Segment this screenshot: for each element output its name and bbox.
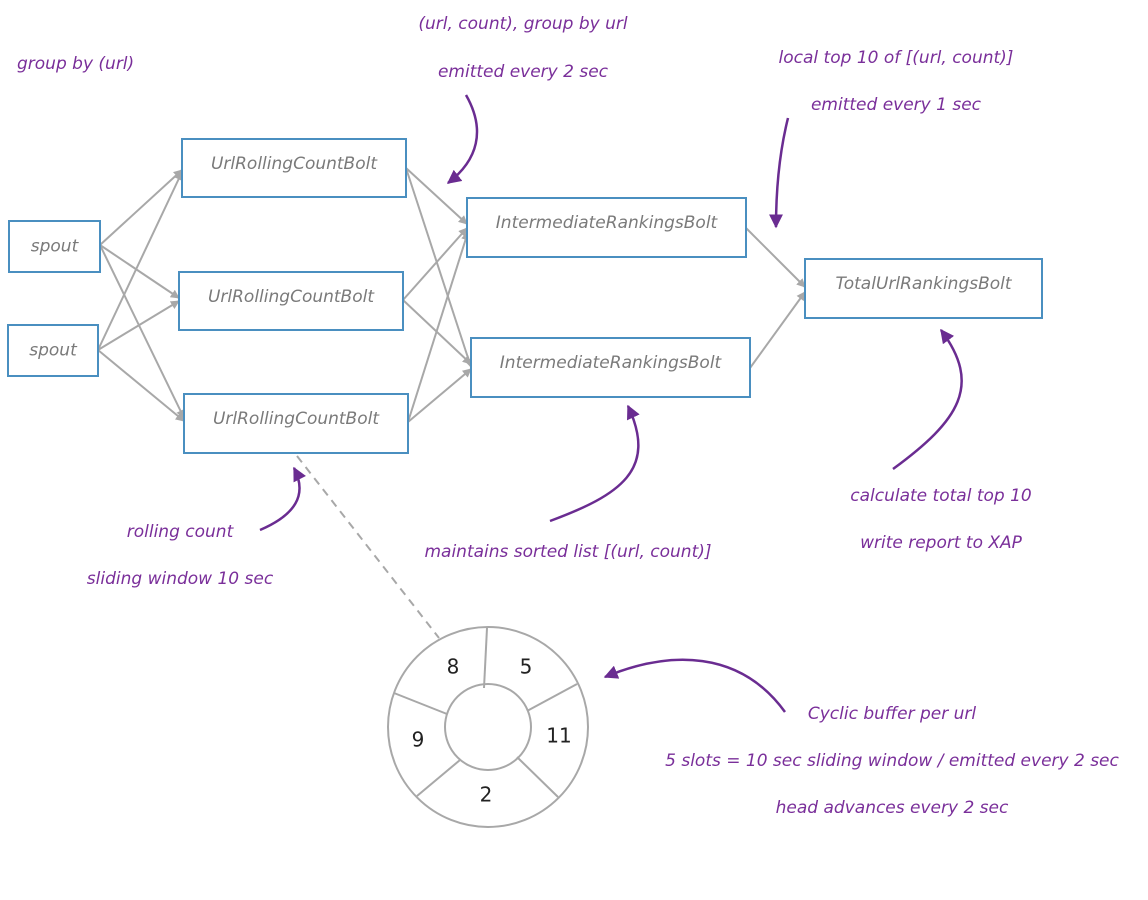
- edge-spout1-count1: [99, 169, 183, 246]
- edge-count3-inter2: [407, 368, 472, 423]
- callout-arrow-cyclic-buffer: [603, 658, 787, 713]
- annotation-local-top-10: local top 10 of [(url, count)]: [779, 48, 1014, 68]
- topology-edges: [97, 167, 806, 639]
- annotation-rolling-count: rolling count: [127, 522, 235, 542]
- buffer-slot: 9: [412, 728, 425, 752]
- annotation-group-by-url: group by (url): [17, 54, 134, 74]
- annotation-head-advances: head advances every 2 sec: [776, 798, 1009, 818]
- annotation-emitted-1-sec: emitted every 1 sec: [811, 95, 982, 115]
- annotation-sliding-window: sliding window 10 sec: [87, 569, 274, 589]
- annotation-write-report: write report to XAP: [860, 533, 1023, 553]
- edge-inter1-total: [745, 227, 806, 288]
- edge-count1-inter2: [405, 167, 473, 368]
- edge-spout2-count3: [97, 349, 185, 422]
- node-spout-1: spout: [8, 220, 101, 273]
- callout-arrow-local-top-10: [769, 117, 790, 229]
- buffer-inner-ring: [444, 683, 532, 771]
- node-spout-2: spout: [7, 324, 99, 377]
- node-label: UrlRollingCountBolt: [211, 154, 378, 174]
- edge-count2-inter1: [402, 227, 468, 301]
- annotation-emitted-2-sec: emitted every 2 sec: [438, 62, 609, 82]
- buffer-slot-divider: [416, 759, 461, 797]
- edge-spout2-count1: [97, 171, 183, 351]
- buffer-outer-ring: [387, 626, 589, 828]
- node-label: UrlRollingCountBolt: [208, 287, 375, 307]
- buffer-slot: 8: [447, 655, 460, 679]
- edge-spout2-count2: [97, 300, 180, 351]
- annotation-cyclic-buffer: Cyclic buffer per url: [808, 704, 977, 724]
- annotation-sorted-list: maintains sorted list [(url, count)]: [424, 542, 711, 562]
- callout-arrow-sorted-list: [549, 404, 640, 523]
- node-url-rolling-count-bolt-2: UrlRollingCountBolt: [178, 271, 404, 331]
- node-label: IntermediateRankingsBolt: [496, 213, 719, 233]
- edge-count3-inter1: [407, 231, 470, 423]
- annotations: group by (url) (url, count), group by ur…: [17, 14, 1120, 818]
- buffer-slot-divider: [526, 683, 578, 712]
- edge-spout1-count3: [99, 244, 185, 419]
- buffer-slot-divider: [483, 627, 488, 689]
- edge-spout1-count2: [99, 244, 180, 299]
- callout-arrows: [259, 94, 963, 713]
- annotation-calc-total: calculate total top 10: [850, 486, 1031, 506]
- buffer-slot: 5: [520, 655, 533, 679]
- callout-arrow-rolling-count: [259, 466, 307, 532]
- callout-arrow-total: [892, 328, 963, 471]
- buffer-slot: 2: [480, 783, 493, 807]
- node-intermediate-rankings-bolt-2: IntermediateRankingsBolt: [470, 337, 751, 398]
- annotation-url-count-group: (url, count), group by url: [418, 14, 627, 34]
- node-intermediate-rankings-bolt-1: IntermediateRankingsBolt: [466, 197, 747, 258]
- node-total-url-rankings-bolt: TotalUrlRankingsBolt: [804, 258, 1043, 319]
- buffer-slot-divider: [516, 756, 559, 798]
- node-label: spout: [29, 341, 78, 361]
- edge-inter2-total: [749, 291, 806, 369]
- cyclic-buffer: 8 5 11 2 9: [387, 626, 589, 828]
- node-url-rolling-count-bolt-1: UrlRollingCountBolt: [181, 138, 407, 198]
- buffer-slot: 11: [546, 724, 571, 748]
- buffer-dashed-connector: [296, 455, 440, 639]
- node-label: TotalUrlRankingsBolt: [835, 274, 1012, 294]
- node-label: UrlRollingCountBolt: [213, 409, 380, 429]
- node-url-rolling-count-bolt-3: UrlRollingCountBolt: [183, 393, 409, 454]
- annotation-slots: 5 slots = 10 sec sliding window / emitte…: [665, 751, 1119, 771]
- callout-arrow-grouping: [446, 94, 479, 184]
- buffer-slot-divider: [393, 692, 448, 715]
- node-label: spout: [31, 237, 80, 257]
- node-label: IntermediateRankingsBolt: [500, 353, 723, 373]
- edge-count1-inter1: [405, 167, 468, 225]
